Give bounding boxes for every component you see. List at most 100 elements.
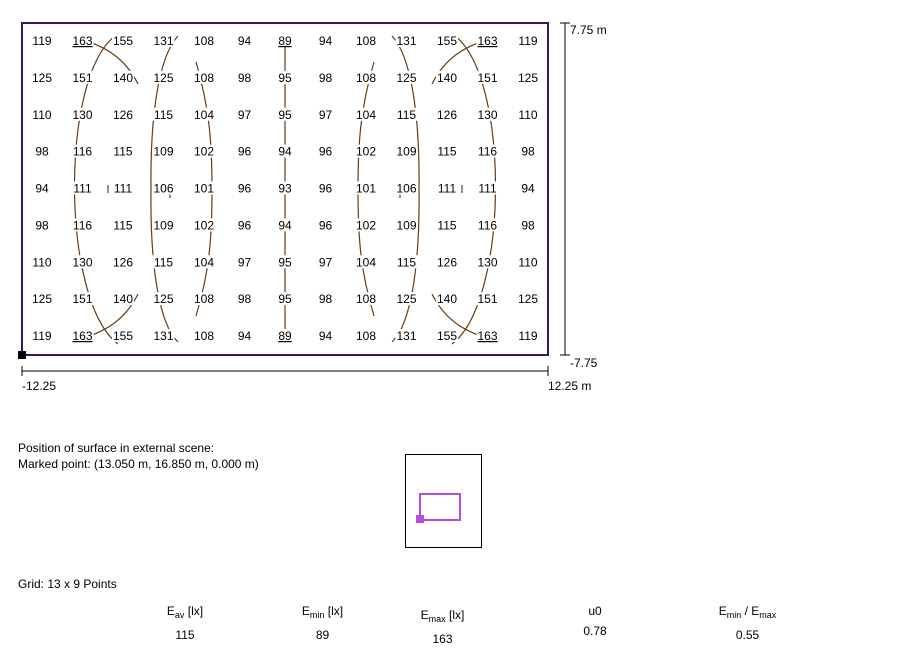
grid-value: 108: [356, 329, 376, 343]
grid-value: 95: [278, 71, 292, 85]
grid-cell-bg: [517, 34, 539, 47]
grid-cell-bg: [314, 144, 337, 158]
grid-value: 163: [477, 329, 497, 343]
marked-point-marker: [416, 515, 424, 523]
grid-value: 131: [153, 329, 173, 343]
grid-cell-bg: [274, 144, 296, 158]
grid-value: 155: [437, 329, 457, 343]
grid-value: 93: [278, 182, 292, 196]
grid-value: 125: [153, 292, 173, 306]
grid-value: 163: [477, 34, 497, 48]
grid-value: 96: [238, 182, 252, 196]
grid-cell-bg: [112, 144, 134, 158]
stat-value: 163: [432, 632, 453, 646]
grid-value: 94: [319, 34, 333, 48]
grid-value: 104: [194, 108, 214, 122]
grid-value: 111: [114, 182, 133, 196]
grid-cell-bg: [314, 107, 337, 121]
grid-value: 140: [437, 71, 457, 85]
grid-value: 96: [238, 145, 252, 159]
grid-value: 109: [396, 145, 416, 159]
grid-cell-bg: [517, 70, 539, 84]
grid-cell-bg: [314, 181, 337, 195]
grid-cell-bg: [233, 255, 256, 269]
grid-cell-bg: [314, 70, 337, 84]
grid-cell-bg: [436, 255, 458, 269]
grid-cell-bg: [31, 107, 53, 121]
grid-cell-bg: [112, 292, 134, 306]
grid-cell-bg: [112, 70, 134, 84]
grid-value: 111: [73, 182, 92, 196]
grid-value: 108: [194, 71, 214, 85]
grid-cell-bg: [476, 70, 499, 84]
grid-value: 115: [397, 108, 416, 122]
grid-cell-bg: [233, 70, 256, 84]
grid-value: 151: [72, 71, 92, 85]
grid-value: 125: [32, 71, 52, 85]
stat-label: Emax [lx]: [420, 608, 465, 624]
grid-value: 115: [437, 218, 456, 232]
y-max-label: 7.75 m: [570, 23, 607, 37]
grid-value: 126: [437, 108, 457, 122]
grid-cell-bg: [112, 255, 134, 269]
grid-value: 97: [319, 108, 333, 122]
grid-cell-bg: [152, 292, 175, 306]
grid-value: 110: [518, 108, 537, 122]
grid-value: 115: [437, 145, 456, 159]
x-min-label: -12.25: [22, 379, 56, 393]
grid-cell-bg: [193, 107, 215, 121]
stat-value: 115: [175, 628, 195, 642]
grid-value: 116: [478, 145, 497, 159]
grid-cell-bg: [355, 255, 377, 269]
grid-value: 96: [319, 145, 333, 159]
grid-value: 111: [478, 182, 497, 196]
surface-border: [21, 22, 549, 356]
surface-outline: [419, 493, 461, 521]
grid-value: 108: [194, 34, 214, 48]
grid-value: 140: [113, 292, 133, 306]
marked-point: Marked point: (13.050 m, 16.850 m, 0.000…: [18, 457, 259, 471]
grid-cell-bg: [355, 107, 377, 121]
grid-value: 151: [72, 292, 92, 306]
grid-cell-bg: [31, 181, 53, 195]
grid-value: 94: [319, 329, 333, 343]
grid-cell-bg: [517, 181, 539, 195]
grid-cell-bg: [274, 292, 296, 306]
grid-cell-bg: [152, 34, 175, 47]
grid-value: 101: [194, 182, 214, 196]
origin-marker: [18, 351, 26, 359]
grid-cell-bg: [395, 107, 418, 121]
grid-value: 98: [238, 71, 252, 85]
grid-cell-bg: [395, 34, 418, 47]
grid-cell-bg: [476, 107, 499, 121]
grid-cell-bg: [31, 329, 53, 342]
grid-cell-bg: [395, 255, 418, 269]
grid-cell-bg: [233, 144, 256, 158]
grid-cell-bg: [193, 218, 215, 232]
grid-cell-bg: [395, 70, 418, 84]
grid-value: 140: [437, 292, 457, 306]
grid-cell-bg: [152, 144, 175, 158]
grid-cell-bg: [476, 34, 499, 47]
grid-value: 102: [194, 145, 214, 159]
grid-value: 126: [113, 255, 133, 269]
grid-value: 102: [356, 218, 376, 232]
grid-cell-bg: [355, 181, 377, 195]
grid-value: 126: [113, 108, 133, 122]
grid-cell-bg: [112, 218, 134, 232]
grid-cell-bg: [517, 144, 539, 158]
contour-line: [391, 35, 420, 343]
grid-cell-bg: [233, 181, 256, 195]
stat-e-min: Emin [lx] 89: [280, 603, 365, 643]
grid-cell-bg: [233, 218, 256, 232]
grid-cell-bg: [31, 70, 53, 84]
grid-value: 125: [32, 292, 52, 306]
grid-value: 109: [153, 145, 173, 159]
grid-cell-bg: [314, 292, 337, 306]
grid-cell-bg: [193, 181, 215, 195]
grid-cell-bg: [233, 292, 256, 306]
grid-cell-bg: [274, 70, 296, 84]
grid-cell-bg: [31, 218, 53, 232]
grid-cell-bg: [436, 34, 458, 47]
stat-value: 89: [315, 628, 330, 642]
